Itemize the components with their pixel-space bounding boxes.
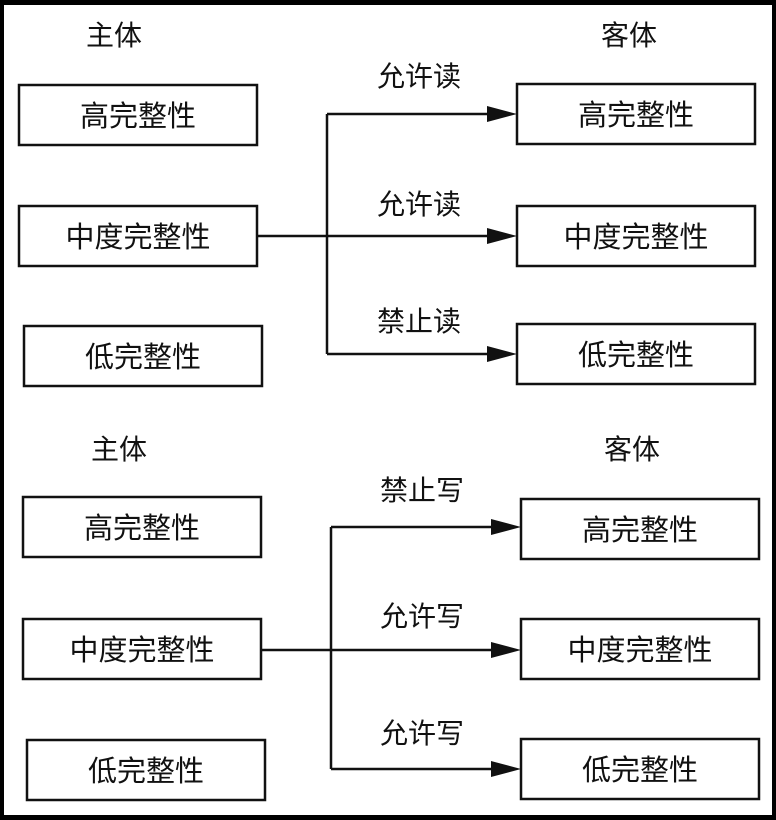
read-object-high: 高完整性	[515, 82, 757, 146]
read-object-header: 客体	[601, 19, 657, 52]
write-connectors	[261, 519, 521, 777]
write-subject-high: 高完整性	[21, 495, 263, 559]
write-object-header: 客体	[604, 433, 660, 466]
integrity-access-diagram: 主体 客体 高完整性 中度完整性 低完整性 高完整性 中度完	[17, 19, 761, 802]
write-subject-low: 低完整性	[25, 738, 267, 802]
read-object-low: 低完整性	[515, 322, 757, 386]
write-section: 主体 客体 高完整性 中度完整性 低完整性 高完整性 中度完	[21, 433, 761, 802]
read-section: 主体 客体 高完整性 中度完整性 低完整性 高完整性 中度完	[17, 19, 757, 388]
read-subject-high: 高完整性	[17, 83, 259, 147]
read-subject-header: 主体	[86, 19, 142, 52]
write-object-high-label: 高完整性	[582, 513, 698, 547]
diagram-frame: 主体 客体 高完整性 中度完整性 低完整性 高完整性 中度完	[4, 5, 772, 815]
read-subject-low: 低完整性	[22, 324, 264, 388]
read-arrowhead-medium	[487, 228, 517, 244]
read-subject-high-label: 高完整性	[80, 99, 196, 133]
read-object-medium-label: 中度完整性	[563, 220, 708, 254]
write-subject-medium: 中度完整性	[21, 617, 263, 681]
read-subject-medium-label: 中度完整性	[65, 220, 210, 254]
read-arrowhead-low	[487, 346, 517, 362]
write-arrowhead-medium	[491, 642, 521, 658]
write-arrow-label-low: 允许写	[380, 717, 464, 750]
read-arrow-label-medium: 允许读	[377, 188, 461, 221]
write-arrow-label-medium: 允许写	[380, 600, 464, 633]
write-arrow-label-high: 禁止写	[380, 474, 464, 507]
read-arrowhead-high	[487, 106, 517, 122]
read-arrow-label-low: 禁止读	[377, 305, 461, 338]
write-subject-high-label: 高完整性	[84, 511, 200, 545]
write-object-medium: 中度完整性	[519, 617, 761, 681]
write-subject-low-label: 低完整性	[88, 754, 204, 788]
write-object-low-label: 低完整性	[582, 753, 698, 787]
read-arrow-label-high: 允许读	[377, 60, 461, 93]
read-object-medium: 中度完整性	[515, 204, 757, 268]
read-subject-medium: 中度完整性	[17, 204, 259, 268]
read-connectors	[257, 106, 517, 362]
write-arrowhead-low	[491, 761, 521, 777]
write-arrowhead-high	[491, 519, 521, 535]
write-subject-header: 主体	[91, 433, 147, 466]
write-object-high: 高完整性	[519, 497, 761, 561]
write-object-medium-label: 中度完整性	[567, 633, 712, 667]
write-subject-medium-label: 中度完整性	[69, 633, 214, 667]
read-object-high-label: 高完整性	[578, 98, 694, 132]
read-object-low-label: 低完整性	[578, 338, 694, 372]
write-object-low: 低完整性	[519, 737, 761, 801]
read-subject-low-label: 低完整性	[85, 340, 201, 374]
